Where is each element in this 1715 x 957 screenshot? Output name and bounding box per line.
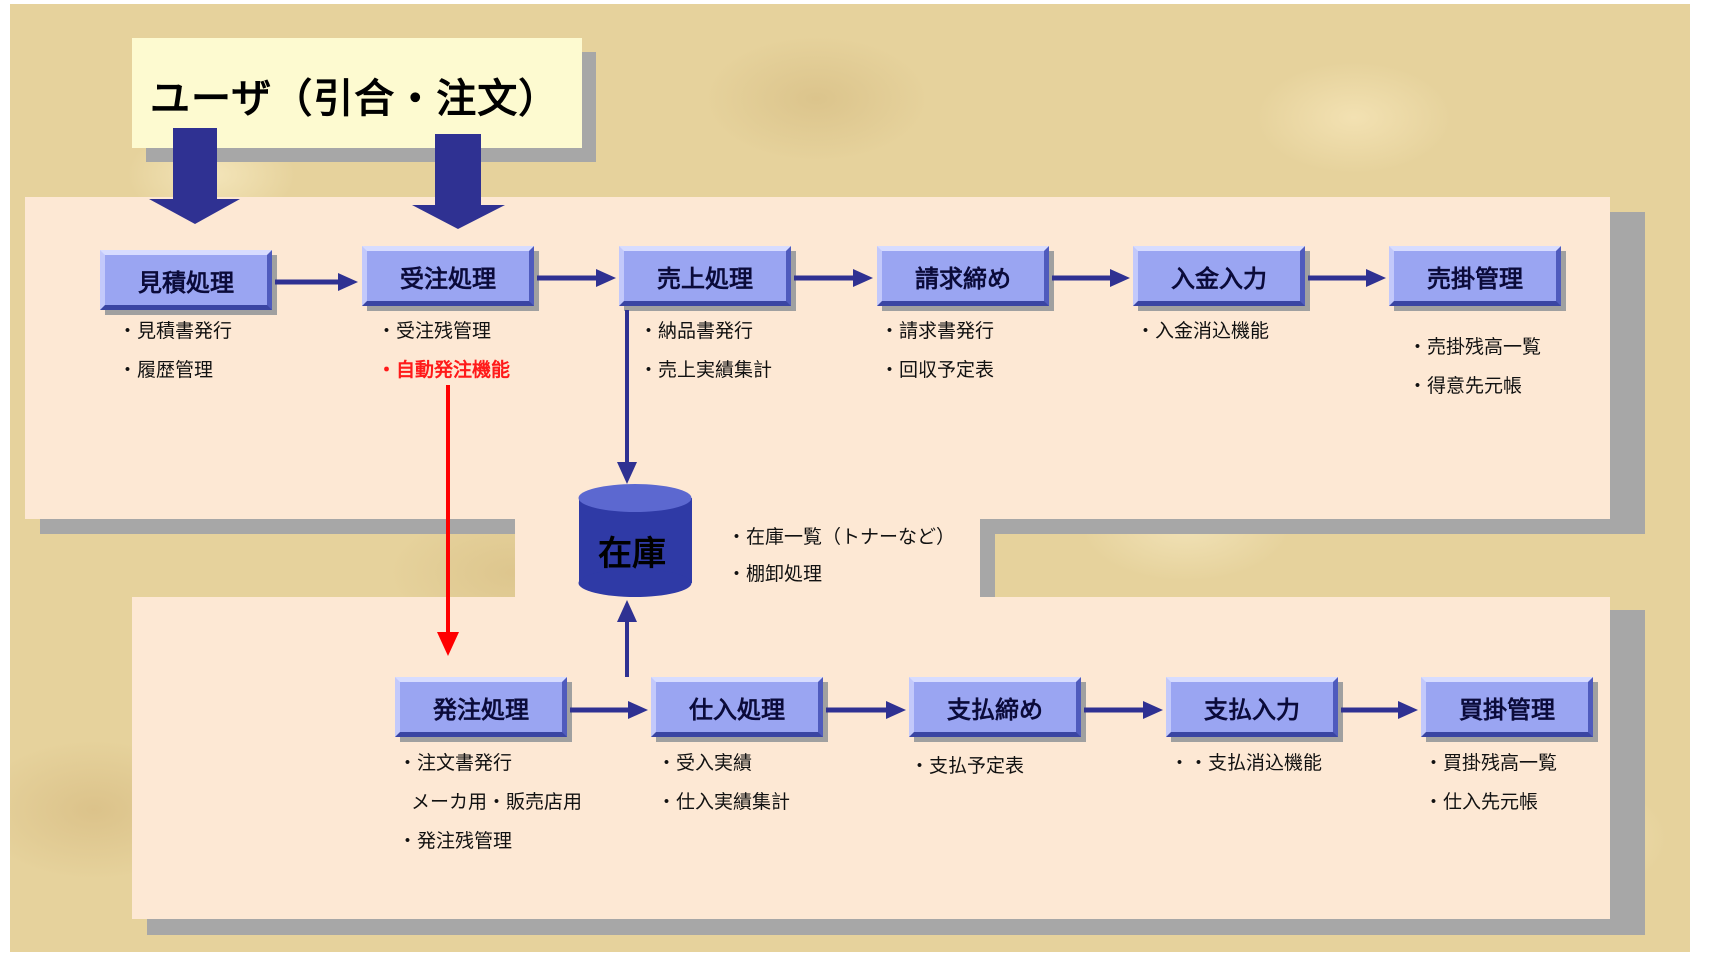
- payment-close-item-1: ・支払予定表: [910, 755, 1025, 777]
- purchase-order-process-box: 発注処理: [395, 677, 567, 737]
- billing-item-2: ・回収予定表: [880, 359, 995, 381]
- receivables-item-2: ・得意先元帳: [1408, 375, 1523, 397]
- sales-flow-arrows: [275, 269, 1386, 291]
- sales-to-inventory-arrow: [617, 310, 637, 484]
- order-receipt-item-2: ・自動発注機能: [377, 359, 511, 381]
- payment-input-process-label: 支払入力: [1204, 695, 1300, 724]
- inventory-cylinder: [578, 484, 692, 597]
- payment-entry-process-box: 入金入力: [1133, 246, 1305, 306]
- receiving-to-inventory-arrow: [617, 600, 637, 677]
- payment-input-process-box: 支払入力: [1166, 677, 1338, 737]
- purchase-order-item-2: メーカ用・販売店用: [411, 791, 583, 813]
- receiving-item-2: ・仕入実績集計: [657, 791, 791, 813]
- sales-item-2: ・売上実績集計: [639, 359, 773, 381]
- receiving-process-label: 仕入処理: [689, 695, 785, 724]
- receivables-item-1: ・売掛残高一覧: [1408, 336, 1542, 358]
- inventory-label: 在庫: [598, 534, 666, 574]
- user-to-order-receipt-arrow: [412, 134, 505, 229]
- purchase-flow-arrows: [570, 701, 1418, 719]
- inventory-item-1: ・在庫一覧（トナーなど）: [727, 526, 956, 548]
- payables-process-box: 買掛管理: [1421, 677, 1593, 737]
- receivables-process-label: 売掛管理: [1427, 264, 1523, 293]
- purchase-order-process-label: 発注処理: [433, 695, 529, 724]
- billing-close-process-label: 請求締め: [915, 264, 1011, 293]
- purchase-order-item-3: ・発注残管理: [398, 830, 513, 852]
- payment-input-item-1: ・・支払消込機能: [1170, 752, 1323, 774]
- sales-panel: [25, 197, 1610, 519]
- order-receipt-item-1: ・受注残管理: [377, 320, 492, 342]
- receiving-item-1: ・受入実績: [657, 752, 753, 774]
- estimate-process-box: 見積処理: [100, 250, 272, 310]
- sales-process-label: 売上処理: [657, 264, 753, 293]
- receivables-process-box: 売掛管理: [1389, 246, 1561, 306]
- sales-item-1: ・納品書発行: [639, 320, 754, 342]
- billing-close-process-box: 請求締め: [877, 246, 1049, 306]
- user-box-title: ユーザ（引合・注文）: [150, 76, 560, 122]
- purchase-order-item-1: ・注文書発行: [398, 752, 513, 774]
- payables-item-2: ・仕入先元帳: [1424, 791, 1539, 813]
- purchase-panel: [132, 597, 1610, 919]
- estimate-item-2: ・履歴管理: [118, 359, 214, 381]
- payment-entry-item-1: ・入金消込機能: [1136, 320, 1270, 342]
- estimate-item-1: ・見積書発行: [118, 320, 233, 342]
- auto-order-arrow: [437, 385, 459, 656]
- order-receipt-process-box: 受注処理: [362, 246, 534, 306]
- sales-process-box: 売上処理: [619, 246, 791, 306]
- billing-item-1: ・請求書発行: [880, 320, 995, 342]
- payables-item-1: ・買掛残高一覧: [1424, 752, 1558, 774]
- payment-close-process-label: 支払締め: [947, 695, 1043, 724]
- user-to-estimate-arrow: [149, 128, 240, 224]
- payables-process-label: 買掛管理: [1459, 695, 1555, 724]
- payment-entry-process-label: 入金入力: [1171, 264, 1267, 293]
- order-receipt-process-label: 受注処理: [400, 264, 496, 293]
- estimate-process-label: 見積処理: [138, 268, 234, 297]
- receiving-process-box: 仕入処理: [651, 677, 823, 737]
- payment-close-process-box: 支払締め: [909, 677, 1081, 737]
- inventory-item-2: ・棚卸処理: [727, 563, 823, 585]
